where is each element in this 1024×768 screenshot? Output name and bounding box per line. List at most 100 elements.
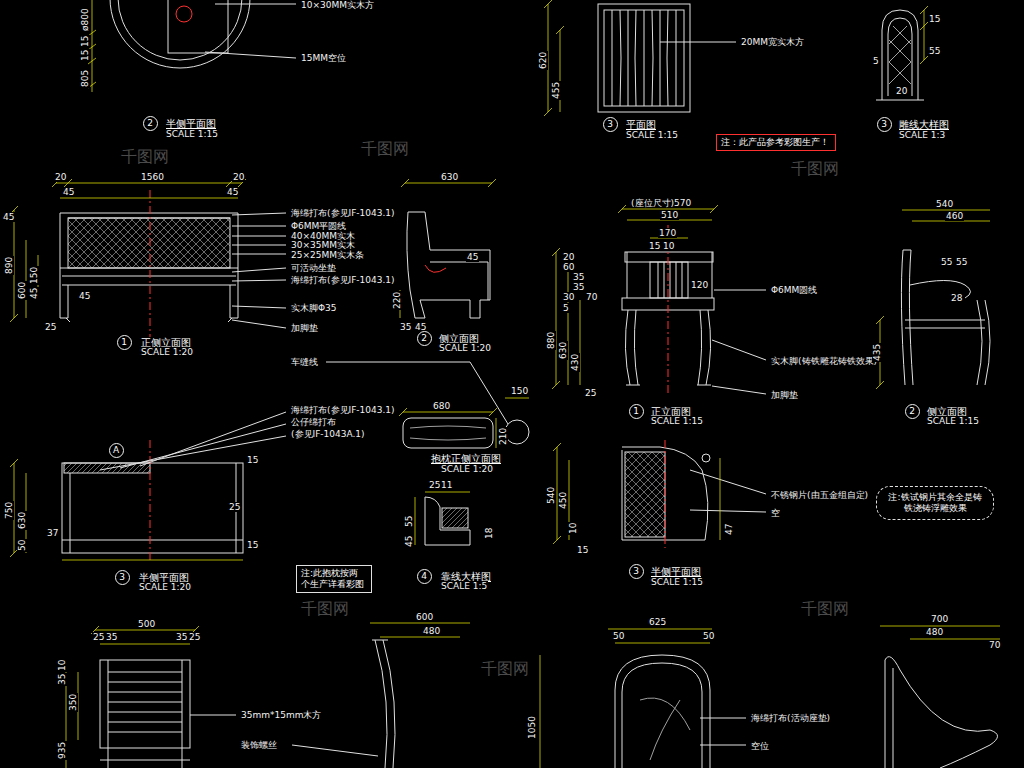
- dimension: 620: [538, 51, 548, 70]
- dimension: 460: [945, 211, 964, 221]
- dimension: 120: [690, 280, 709, 290]
- dimension: 18: [484, 527, 494, 540]
- callout-number: 4: [418, 570, 431, 583]
- dimension: 15: [576, 545, 589, 555]
- dimension: 55: [928, 46, 941, 56]
- view-number: 3: [115, 570, 130, 585]
- callout-text: 可活动坐垫: [290, 263, 337, 273]
- scale-note: SCALE 1:15: [650, 416, 704, 426]
- view-number: A: [109, 443, 124, 458]
- dimension: 20: [895, 86, 908, 96]
- dimension: 1050: [527, 715, 537, 740]
- callout-text: 20MM宽实木方: [740, 37, 805, 47]
- dimension: 210: [498, 427, 508, 446]
- scale-note: SCALE 1:15: [926, 416, 980, 426]
- dimension: 15: [648, 241, 661, 251]
- dimension: 15: [246, 455, 259, 465]
- dimension: 35: [175, 632, 188, 642]
- callout-number: 1: [630, 405, 643, 418]
- dimension: 455: [551, 81, 561, 100]
- callout-text: 空位: [750, 741, 770, 751]
- dimension: 805: [80, 69, 90, 88]
- callout-text: 实木脚(铸铁雕花铸铁效果): [770, 356, 878, 366]
- callout-text: 装饰螺丝: [240, 740, 278, 750]
- callout-number: 2: [906, 405, 919, 418]
- dimension: 60: [562, 262, 575, 272]
- dimension: 45: [78, 291, 91, 301]
- callout-text: 加脚垫: [770, 390, 799, 400]
- dimension: 430: [570, 353, 580, 372]
- dimension: 150: [29, 266, 39, 285]
- view-number: 2: [417, 331, 432, 346]
- callout-text: 不锈钢片(由五金组自定): [770, 490, 869, 500]
- dimension: 480: [925, 627, 944, 637]
- dimension: 35: [399, 322, 412, 332]
- callout-number: 2: [144, 117, 157, 130]
- dimension: 35: [572, 282, 585, 292]
- view-number: 1: [117, 335, 132, 350]
- callout-text: 海绵打布(参见IF-1043.1): [290, 405, 396, 415]
- dimension: 480: [422, 626, 441, 636]
- dimension: 50: [612, 631, 625, 641]
- callout-number: 3: [604, 118, 617, 131]
- dimension: 37: [46, 528, 59, 538]
- callout-number: 2: [418, 332, 431, 345]
- callout-number: 3: [878, 118, 891, 131]
- scale-note: SCALE 1:20: [138, 582, 192, 592]
- view-number: 2: [905, 404, 920, 419]
- callout-text: 海绵打布(参见IF-1043.1): [290, 208, 396, 218]
- dimension: 630: [558, 341, 568, 360]
- dimension: 500: [137, 619, 156, 629]
- dimension: 55: [955, 257, 968, 267]
- dimension: 25: [584, 388, 597, 398]
- dimension: 680: [432, 401, 451, 411]
- dimension: 600: [415, 612, 434, 622]
- callout-text: 实木脚Φ35: [290, 303, 338, 313]
- dimension: 150: [510, 386, 529, 396]
- callout-text: 车缝线: [290, 357, 319, 367]
- dimension: 510: [660, 210, 679, 220]
- scale-note: SCALE 1:15: [625, 130, 679, 140]
- callout-text: Φ6MM平圆线: [290, 221, 347, 231]
- callout-text: 35mm*15mm木方: [240, 710, 322, 720]
- dimension: 540: [546, 486, 556, 505]
- view-title: 半侧平面图: [165, 118, 217, 129]
- callout-text: 空: [770, 508, 781, 518]
- view-number: 3: [603, 117, 618, 132]
- dimension: 70: [585, 292, 598, 302]
- dimension: 20: [232, 172, 245, 182]
- callout-number: 3: [116, 571, 129, 584]
- dimension: 50: [17, 539, 27, 552]
- scale-note: SCALE 1:15: [165, 129, 219, 139]
- view-title: 半侧平面图: [650, 566, 702, 577]
- dimension: 700: [930, 614, 949, 624]
- watermark: 千图网: [790, 160, 840, 178]
- dimension: 15: [246, 540, 259, 550]
- dimension: 25: [188, 632, 201, 642]
- dimension: 15: [80, 35, 90, 48]
- scale-note: SCALE 1:5: [440, 581, 488, 591]
- view-title: 抱枕正侧立面图: [430, 453, 502, 464]
- dimension: ø800: [80, 7, 90, 32]
- dimension: 25: [228, 502, 241, 512]
- dimension: 50: [702, 631, 715, 641]
- dimension: 55: [404, 515, 414, 528]
- note-text: 注:此抱枕按两个生产详看彩图: [301, 568, 367, 590]
- dimension: 540: [935, 199, 954, 209]
- dimension: 10: [57, 659, 67, 672]
- scale-note: SCALE 1:20: [438, 343, 492, 353]
- dimension: 435: [872, 343, 882, 362]
- dimension: 55: [940, 257, 953, 267]
- callout-number: 3: [630, 565, 643, 578]
- dimension: 35: [57, 673, 67, 686]
- view-number: 2: [143, 116, 158, 131]
- callout-text: 30×35MM实木: [290, 240, 356, 250]
- note-box: 注:此抱枕按两个生产详看彩图: [296, 565, 372, 593]
- dimension: 11: [440, 480, 453, 490]
- dimension: 45: [62, 187, 75, 197]
- dimension: 35: [572, 272, 585, 282]
- scale-note: SCALE 1:3: [898, 130, 946, 140]
- dimension: 25: [44, 322, 57, 332]
